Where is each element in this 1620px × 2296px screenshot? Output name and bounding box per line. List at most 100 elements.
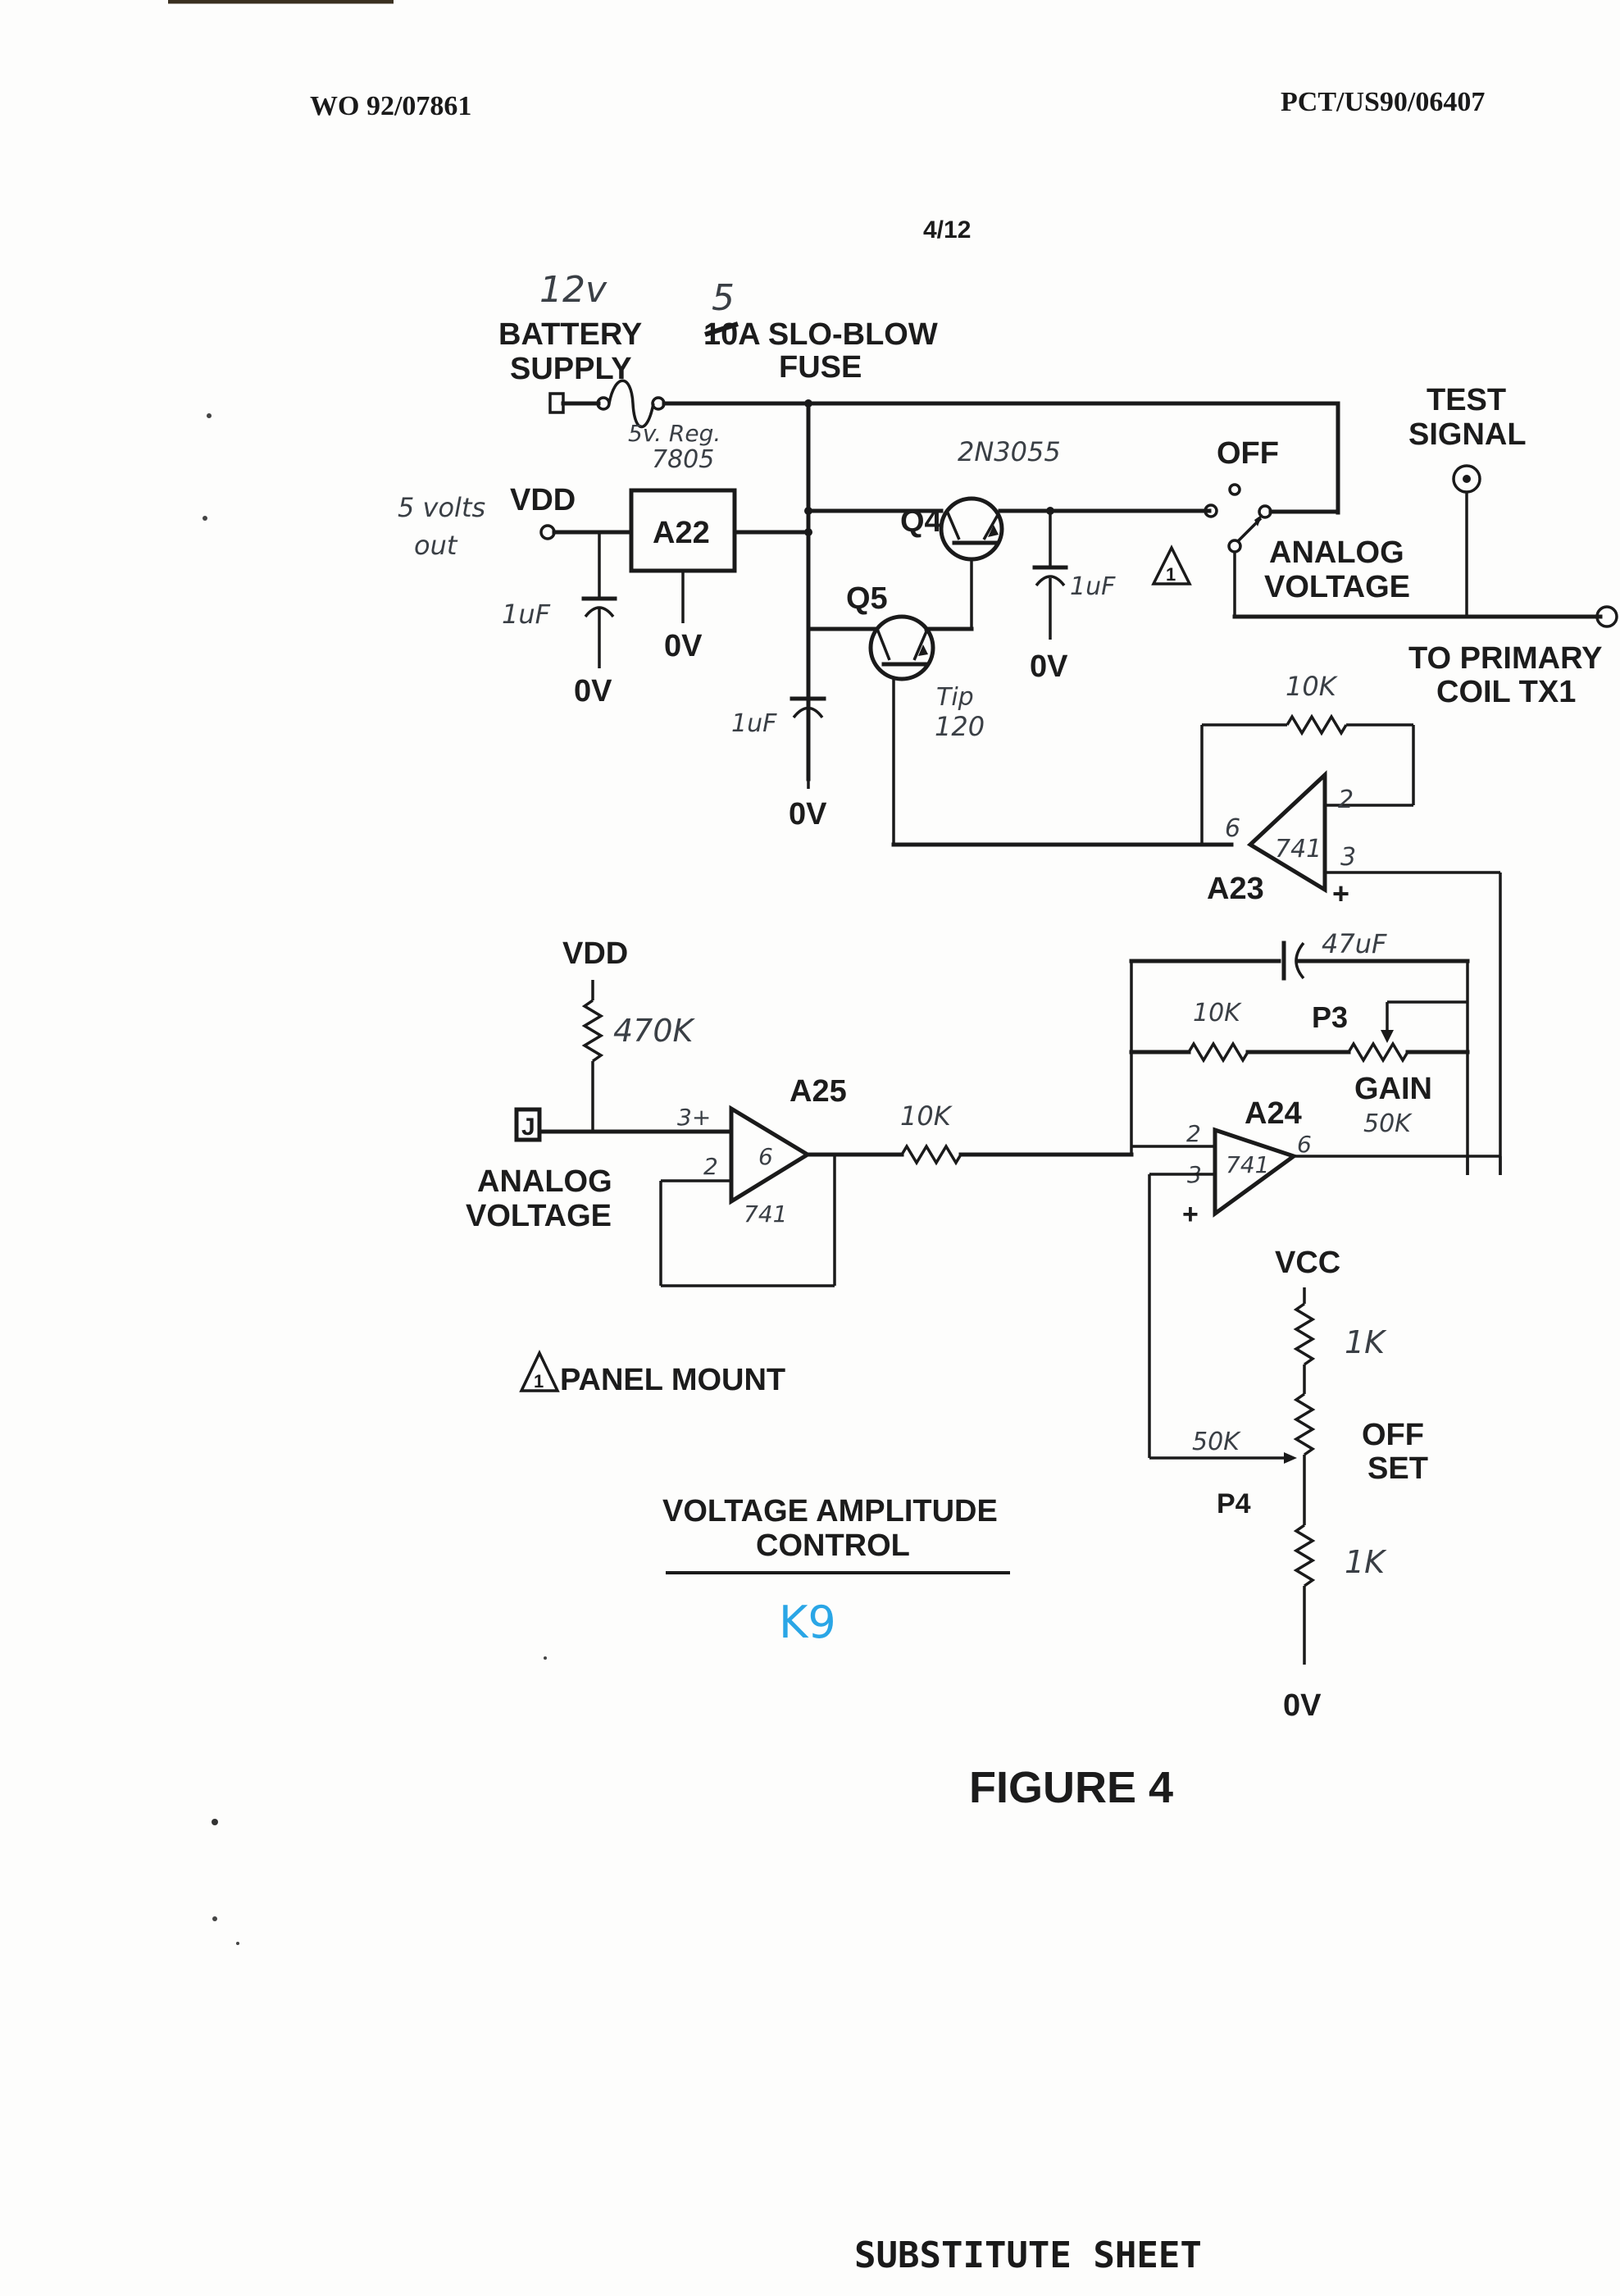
primary-coil-terminal[interactable] xyxy=(1595,605,1618,628)
a24-pin-inv: 2 xyxy=(1186,1120,1201,1147)
a24-ref: A24 xyxy=(1245,1096,1302,1131)
a23-part: 741 xyxy=(1275,835,1322,863)
gain-pot-value: 50K xyxy=(1363,1109,1413,1138)
offset-resistor-top xyxy=(1293,1302,1316,1366)
input-analog-label-line2: VOLTAGE xyxy=(466,1199,612,1233)
q5-ref: Q5 xyxy=(846,581,888,616)
a25-ref: A25 xyxy=(790,1074,847,1109)
gain-potentiometer-p3[interactable] xyxy=(1347,1041,1409,1064)
switch-analog-label-line2: VOLTAGE xyxy=(1264,570,1410,604)
panel-mount-note: 1 PANEL MOUNT xyxy=(519,1349,785,1397)
ground-label-c1: 0V xyxy=(574,674,612,708)
q5-part-line1: Tip xyxy=(936,683,974,712)
switch-off-label: OFF xyxy=(1217,436,1279,471)
pullup-value: 470K xyxy=(613,1013,696,1049)
figure-label: FIGURE 4 xyxy=(969,1763,1173,1812)
transistor-q4 xyxy=(939,496,1004,562)
a23-pin-out: 6 xyxy=(1225,814,1240,843)
test-signal-label-line1: TEST xyxy=(1427,383,1506,417)
transistor-q5 xyxy=(868,614,935,681)
offset-label-line1: OFF xyxy=(1362,1418,1424,1452)
analog-input-jack[interactable] xyxy=(514,1107,542,1142)
a24-pin-out: 6 xyxy=(1297,1131,1312,1158)
offset-r-top-value: 1K xyxy=(1345,1324,1387,1360)
test-signal-jack-icon[interactable] xyxy=(1452,464,1481,494)
primary-coil-label-line2: COIL TX1 xyxy=(1436,675,1576,709)
vdd-note-line1: 5 volts xyxy=(398,492,485,523)
switch-analog-label-line1: ANALOG xyxy=(1269,535,1404,570)
cap3-value: 1uF xyxy=(1070,572,1116,601)
input-vdd-label: VDD xyxy=(562,936,628,971)
a24-feedback-resistor-value: 10K xyxy=(1193,999,1242,1027)
application-number: PCT/US90/06407 xyxy=(1281,87,1485,117)
regulator-note-line2: 7805 xyxy=(652,445,714,474)
a23-pin-inv: 2 xyxy=(1338,786,1354,814)
caption-title-line2: CONTROL xyxy=(756,1528,910,1563)
opamp-a23 xyxy=(1246,770,1327,894)
a25-pin-inv: 2 xyxy=(703,1153,718,1180)
offset-r-bottom-value: 1K xyxy=(1345,1544,1387,1580)
regulator-note-line1: 5v. Reg. xyxy=(628,420,721,447)
a25-part: 741 xyxy=(744,1200,787,1228)
test-signal-label-line2: SIGNAL xyxy=(1408,417,1527,452)
a23-ref: A23 xyxy=(1207,872,1264,906)
a23-feedback-resistor-value: 10K xyxy=(1286,671,1339,702)
offset-potentiometer-p4[interactable] xyxy=(1293,1392,1316,1456)
fuse-label-line2: FUSE xyxy=(779,350,862,385)
panel-mount-triangle-icon xyxy=(519,1349,560,1392)
svg-text:1: 1 xyxy=(534,1371,544,1392)
a24-feedback-resistor xyxy=(1187,1041,1249,1064)
primary-coil-label-line1: TO PRIMARY xyxy=(1408,641,1602,676)
fuse-rating-correction: 5 xyxy=(712,277,735,319)
ground-label-c3: 0V xyxy=(1030,649,1068,684)
q4-ref: Q4 xyxy=(900,504,942,539)
ground-label-a22: 0V xyxy=(664,629,703,663)
a23-plus: + xyxy=(1332,877,1349,910)
a25-pin-noninv: 3+ xyxy=(677,1104,711,1131)
panel-mount-marker-icon: 1 xyxy=(1151,544,1192,585)
a24-plus: + xyxy=(1182,1199,1199,1230)
svg-text:1: 1 xyxy=(1166,564,1176,585)
offset-label-line2: SET xyxy=(1367,1451,1428,1486)
handwritten-code: K9 xyxy=(779,1597,836,1648)
fuse-strikeout xyxy=(704,321,739,337)
ground-label-c2: 0V xyxy=(789,797,827,831)
vcc-label: VCC xyxy=(1275,1246,1340,1280)
capacitor-c1 xyxy=(581,596,617,618)
a24-feedback-cap-value: 47uF xyxy=(1322,928,1387,959)
vdd-note-line2: out xyxy=(414,530,458,561)
caption-title-line1: VOLTAGE AMPLITUDE xyxy=(662,1494,998,1528)
battery-label-line2: SUPPLY xyxy=(510,352,632,386)
cap2-value: 1uF xyxy=(731,709,777,738)
gain-pot-ref: P3 xyxy=(1312,1000,1348,1034)
q5-part-line2: 120 xyxy=(935,711,985,742)
a25-pin-out: 6 xyxy=(758,1143,773,1170)
opamp-a24 xyxy=(1213,1127,1299,1218)
offset-resistor-bottom xyxy=(1293,1524,1316,1588)
input-analog-label-line1: ANALOG xyxy=(477,1164,612,1199)
offset-pot-ref: P4 xyxy=(1217,1488,1251,1519)
footer-substitute-sheet: SUBSTITUTE SHEET xyxy=(854,2234,1202,2276)
selector-switch[interactable] xyxy=(1204,483,1272,554)
fuse-symbol xyxy=(596,379,666,429)
sheet-number: 4/12 xyxy=(923,216,971,244)
regulator-ref: A22 xyxy=(653,516,710,550)
a25-input-resistor xyxy=(900,1143,962,1166)
offset-pot-value: 50K xyxy=(1192,1428,1241,1456)
vdd-label: VDD xyxy=(510,483,576,517)
panel-mount-text: PANEL MOUNT xyxy=(560,1363,785,1397)
gain-label: GAIN xyxy=(1354,1072,1432,1106)
opamp-a25 xyxy=(729,1105,812,1205)
battery-voltage-note: 12v xyxy=(539,269,608,311)
jack-label: J xyxy=(521,1114,535,1141)
offset-ground-label: 0V xyxy=(1283,1688,1322,1723)
publication-number: WO 92/07861 xyxy=(310,91,471,121)
battery-label-line1: BATTERY xyxy=(498,317,642,352)
pullup-resistor xyxy=(581,999,604,1063)
a24-feedback-capacitor xyxy=(1281,941,1305,981)
q4-part: 2N3055 xyxy=(958,436,1061,467)
a23-pin-noninv: 3 xyxy=(1340,843,1356,872)
a23-feedback-resistor xyxy=(1286,713,1348,736)
